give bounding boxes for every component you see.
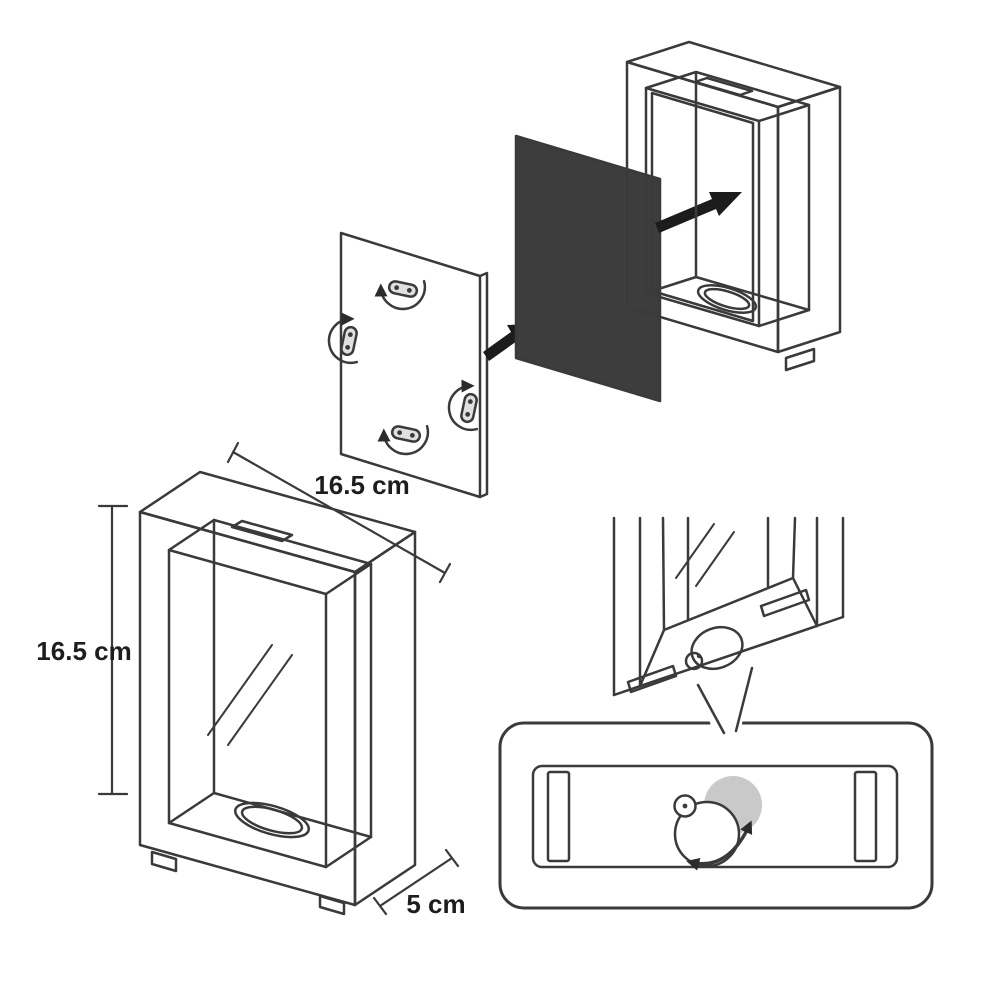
bottom-hole bbox=[696, 284, 758, 314]
foot-recess-right bbox=[759, 588, 811, 618]
frame-interior-edges bbox=[644, 70, 811, 328]
front-dimension-view: 16.5 cm 16.5 cm 5 cm bbox=[36, 441, 466, 919]
glass-panel-dark bbox=[514, 134, 662, 403]
frame-interior-back bbox=[212, 518, 373, 839]
exploded-view bbox=[325, 40, 842, 499]
glass-shine bbox=[675, 523, 735, 587]
frame-foot-left bbox=[150, 850, 178, 873]
coin-slot bbox=[693, 76, 754, 97]
frame-right-face bbox=[353, 530, 417, 907]
depth-dimension-label: 5 cm bbox=[406, 889, 465, 919]
frame-bottom-partial bbox=[612, 516, 845, 697]
insert-arrow-frame bbox=[655, 192, 742, 233]
coin-release-disc-small bbox=[690, 625, 744, 671]
frame-front-view bbox=[138, 470, 417, 916]
bottom-detail-view bbox=[498, 516, 934, 910]
glass-shine bbox=[207, 644, 293, 746]
frame-box-isometric bbox=[625, 40, 842, 372]
disc-pivot bbox=[682, 803, 688, 809]
backing-board-face bbox=[339, 231, 482, 499]
dimension-width-line bbox=[226, 441, 452, 584]
bottom-hole-rim bbox=[703, 287, 751, 311]
bottom-hole-rim bbox=[240, 805, 304, 835]
bottom-hole bbox=[234, 801, 310, 839]
rotation-arrow bbox=[686, 820, 753, 871]
disc-pivot-small bbox=[696, 653, 702, 659]
width-dimension-label: 16.5 cm bbox=[314, 470, 409, 500]
frame-front-face bbox=[138, 510, 357, 907]
dimension-depth: 5 cm bbox=[372, 848, 466, 919]
foot-slot-right bbox=[853, 770, 878, 863]
backing-board bbox=[325, 231, 489, 499]
dimension-height: 16.5 cm bbox=[36, 504, 132, 796]
coin-slot bbox=[230, 519, 294, 543]
foot-slot-left bbox=[546, 770, 571, 863]
dimension-depth-line bbox=[372, 848, 460, 916]
frame-bottom-face-edges bbox=[612, 576, 845, 697]
frame-side-edges bbox=[612, 516, 845, 697]
disc-knob-small bbox=[684, 651, 704, 671]
frame-foot-right bbox=[318, 894, 346, 916]
frame-interior-edges bbox=[167, 518, 373, 869]
detail-callout bbox=[498, 666, 934, 910]
dimension-width: 16.5 cm bbox=[226, 441, 452, 584]
frame-opening-inner bbox=[650, 91, 755, 323]
frame-interior-back bbox=[694, 70, 811, 312]
frame-foot bbox=[784, 347, 816, 372]
foot-recess-left bbox=[626, 664, 678, 694]
backing-board-edge bbox=[478, 271, 489, 499]
dimension-height-line bbox=[97, 504, 129, 796]
height-dimension-label: 16.5 cm bbox=[36, 636, 131, 666]
callout-pointer-lines bbox=[696, 666, 754, 735]
diagram-root: 16.5 cm 16.5 cm 5 cm bbox=[36, 40, 934, 919]
